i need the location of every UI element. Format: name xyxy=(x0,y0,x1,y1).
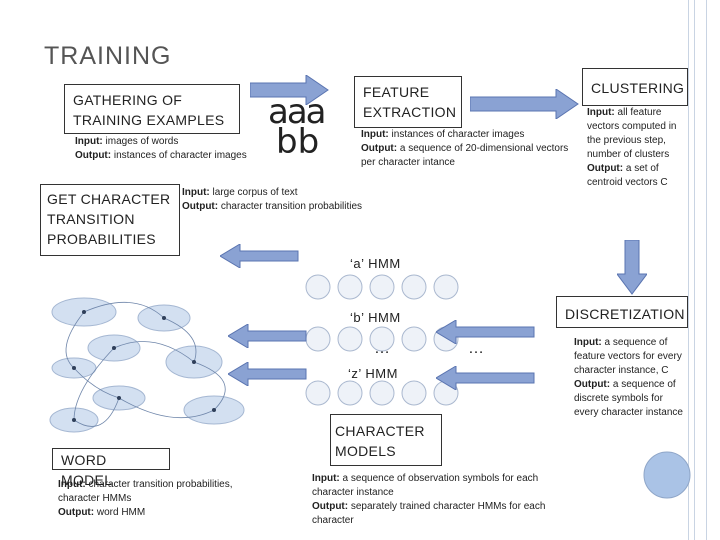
right-rail-1 xyxy=(688,0,689,540)
character-models-input-text: a sequence of observation symbols for ea… xyxy=(312,473,539,498)
arrow-z-hmm-to-word-model xyxy=(228,362,308,386)
sample-glyphs-top: aaa xyxy=(268,92,327,132)
feature-box: FEATURE EXTRACTION xyxy=(354,76,462,128)
feature-output-label: Output: xyxy=(361,143,398,154)
character-samples-image: aaa bb xyxy=(268,92,328,162)
right-rail-2 xyxy=(694,0,695,540)
feature-input-label: Input: xyxy=(361,129,389,140)
gathering-input-label: Input: xyxy=(75,136,103,147)
word-model-label: WORD MODEL xyxy=(61,452,113,488)
b-hmm-label: ‘b’ HMM xyxy=(350,310,401,325)
discretization-input-label: Input: xyxy=(574,337,602,348)
clustering-output-text: a set of centroid vectors C xyxy=(587,163,668,188)
character-models-output-label: Output: xyxy=(312,501,349,512)
ellipsis-1: … xyxy=(374,340,390,357)
arrow-discretization-to-z-hmm xyxy=(436,366,536,390)
clustering-label: CLUSTERING xyxy=(591,80,685,96)
clustering-output-label: Output: xyxy=(587,163,624,174)
transition-output-text: character transition probabilities xyxy=(218,201,363,212)
gathering-label: GATHERING OF TRAINING EXAMPLES xyxy=(73,92,225,128)
clustering-input-text: all feature vectors computed in the prev… xyxy=(587,107,677,160)
feature-label: FEATURE EXTRACTION xyxy=(363,84,457,120)
arrow-b-hmm-to-word-model xyxy=(228,324,308,348)
clustering-box: CLUSTERING xyxy=(582,68,688,106)
gathering-input-text: images of words xyxy=(102,136,179,147)
arrow-clustering-to-discretization xyxy=(617,240,647,296)
transition-io: Input: large corpus of text Output: char… xyxy=(182,186,402,214)
character-models-label: CHARACTER MODELS xyxy=(335,423,425,459)
transition-output-label: Output: xyxy=(182,201,219,212)
discretization-output-text: a sequence of discrete symbols for every… xyxy=(574,379,683,418)
transition-label: GET CHARACTER TRANSITION PROBABILITIES xyxy=(47,191,171,247)
page-title: TRAINING xyxy=(44,42,172,70)
feature-output-text: a sequence of 20-dimensional vectors per… xyxy=(361,143,569,168)
word-model-output-label: Output: xyxy=(58,507,95,518)
feature-input-text: instances of character images xyxy=(388,129,525,140)
transition-box: GET CHARACTER TRANSITION PROBABILITIES xyxy=(40,184,180,256)
character-models-input-label: Input: xyxy=(312,473,340,484)
clustering-io: Input: all feature vectors computed in t… xyxy=(587,106,687,190)
discretization-io: Input: a sequence of feature vectors for… xyxy=(574,336,686,420)
gathering-output-text: instances of character images xyxy=(111,150,247,161)
word-model-input-label: Input: xyxy=(58,479,86,490)
arrow-a-hmm-to-word-model xyxy=(220,244,300,268)
right-rail-3 xyxy=(706,0,707,540)
discretization-output-label: Output: xyxy=(574,379,611,390)
discretization-input-text: a sequence of feature vectors for every … xyxy=(574,337,682,376)
gathering-io: Input: images of words Output: instances… xyxy=(75,135,275,163)
transition-input-label: Input: xyxy=(182,187,210,198)
word-model-box: WORD MODEL xyxy=(52,448,170,488)
word-model-io: Input: character transition probabilitie… xyxy=(58,478,264,520)
character-models-output-text: separately trained character HMMs for ea… xyxy=(312,501,546,526)
ellipsis-2: … xyxy=(468,340,484,357)
arrow-discretization-to-b-hmm xyxy=(436,320,536,344)
transition-input-text: large corpus of text xyxy=(209,187,298,198)
arrow-feature-to-clustering xyxy=(470,89,580,119)
gathering-output-label: Output: xyxy=(75,150,112,161)
arrow-gathering-to-feature xyxy=(250,75,330,105)
clustering-input-label: Input: xyxy=(587,107,615,118)
word-model-input-text: character transition probabilities, char… xyxy=(58,479,233,504)
a-hmm-chain xyxy=(300,268,470,311)
discretization-label: DISCRETIZATION xyxy=(565,306,685,322)
z-hmm-label: ‘z’ HMM xyxy=(348,366,398,381)
word-hmm-graph xyxy=(44,290,274,450)
feature-io: Input: instances of character images Out… xyxy=(361,128,571,170)
word-model-output-text: word HMM xyxy=(94,507,146,518)
character-models-io: Input: a sequence of observation symbols… xyxy=(312,472,574,528)
decorative-circle xyxy=(642,450,692,505)
sample-glyphs-bottom: bb xyxy=(276,122,320,162)
discretization-box: DISCRETIZATION xyxy=(556,296,688,328)
a-hmm-label: ‘a’ HMM xyxy=(350,256,401,271)
gathering-box: GATHERING OF TRAINING EXAMPLES xyxy=(64,84,240,134)
character-models-box: CHARACTER MODELS xyxy=(330,414,442,466)
